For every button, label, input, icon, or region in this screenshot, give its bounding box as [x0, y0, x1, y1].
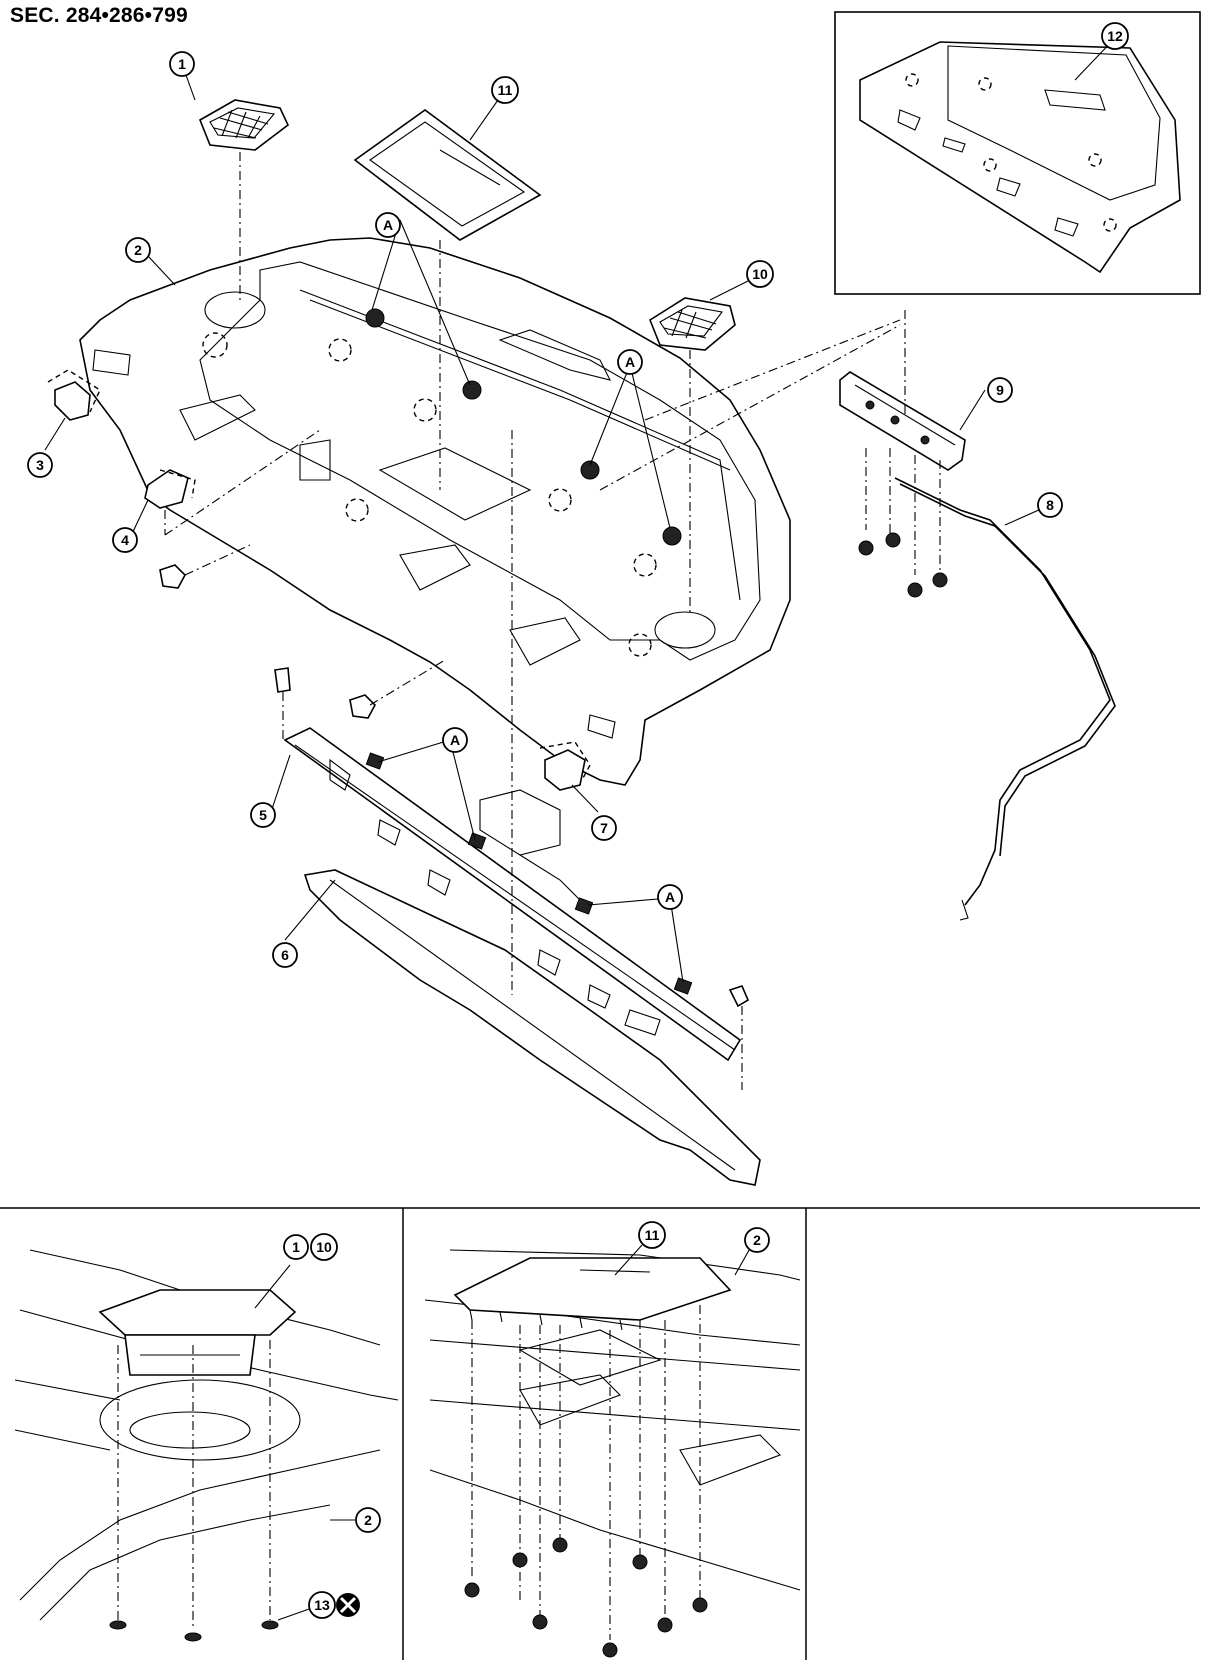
bracket-9 — [839, 371, 966, 471]
callout-4: 4 — [112, 527, 138, 553]
svg-text:2: 2 — [753, 1232, 761, 1248]
clips-a-rail — [365, 752, 693, 995]
clip-7 — [539, 741, 591, 791]
callout-5: 5 — [250, 802, 276, 828]
callout-a-4: A — [657, 884, 683, 910]
section-label: SEC. 284•286•799 — [10, 4, 188, 27]
cable-8 — [894, 477, 1116, 921]
callout-2: 2 — [125, 237, 151, 263]
svg-text:10: 10 — [752, 266, 768, 282]
callout-13: 13 — [308, 1591, 336, 1619]
callout-3: 3 — [27, 452, 53, 478]
callout-6: 6 — [272, 942, 298, 968]
svg-text:A: A — [383, 217, 393, 233]
svg-text:11: 11 — [498, 82, 513, 98]
rear-parcel-shelf — [79, 237, 791, 786]
callout-a-2: A — [617, 349, 643, 375]
callout-2-detail-mid: 2 — [744, 1227, 770, 1253]
leader-4 — [164, 429, 321, 536]
svg-text:4: 4 — [121, 532, 129, 548]
detail-lamp-cover — [424, 1244, 801, 1658]
svg-text:12: 12 — [1107, 28, 1123, 44]
callout-1: 1 — [169, 51, 195, 77]
svg-text:2: 2 — [364, 1512, 372, 1528]
svg-text:A: A — [450, 732, 460, 748]
callout-2-detail-left: 2 — [355, 1507, 381, 1533]
clip-fasteners — [159, 564, 750, 1008]
lamp-cover-top — [353, 109, 542, 241]
clip-3 — [47, 369, 101, 421]
inset-panel — [834, 11, 1201, 295]
svg-text:11: 11 — [645, 1227, 660, 1243]
speaker-grille-left — [198, 99, 289, 151]
callout-12: 12 — [1101, 22, 1129, 50]
callout-leaders — [44, 37, 1116, 983]
svg-text:5: 5 — [259, 807, 267, 823]
callout-10: 10 — [746, 260, 774, 288]
detail-speaker — [14, 1249, 399, 1642]
callout-a-1: A — [375, 212, 401, 238]
callout-8: 8 — [1037, 492, 1063, 518]
svg-text:6: 6 — [281, 947, 289, 963]
leader-clip1 — [184, 544, 251, 576]
speaker-grille-right — [649, 297, 736, 351]
svg-text:9: 9 — [996, 382, 1004, 398]
svg-text:10: 10 — [316, 1239, 332, 1255]
clips-a-shelf — [365, 308, 682, 546]
svg-text:1: 1 — [178, 56, 186, 72]
callout-11-detail: 11 — [638, 1221, 666, 1249]
callout-7: 7 — [591, 815, 617, 841]
svg-text:A: A — [665, 889, 675, 905]
callout-11: 11 — [491, 76, 519, 104]
callout-a-3: A — [442, 727, 468, 753]
leader-9b — [599, 324, 901, 491]
trim-6 — [303, 869, 761, 1186]
svg-text:A: A — [625, 354, 635, 370]
clip-4 — [144, 469, 196, 509]
svg-text:3: 3 — [36, 457, 44, 473]
leader-clip2 — [369, 659, 446, 706]
svg-text:8: 8 — [1046, 497, 1054, 513]
svg-text:7: 7 — [600, 820, 608, 836]
callout-10-detail: 10 — [310, 1233, 338, 1261]
svg-text:1: 1 — [292, 1239, 300, 1255]
screws-9 — [858, 448, 948, 598]
callout-9: 9 — [987, 377, 1013, 403]
svg-text:13: 13 — [314, 1597, 330, 1613]
x-circle-icon — [336, 1593, 360, 1617]
svg-text:2: 2 — [134, 242, 142, 258]
callout-1-detail: 1 — [283, 1234, 309, 1260]
